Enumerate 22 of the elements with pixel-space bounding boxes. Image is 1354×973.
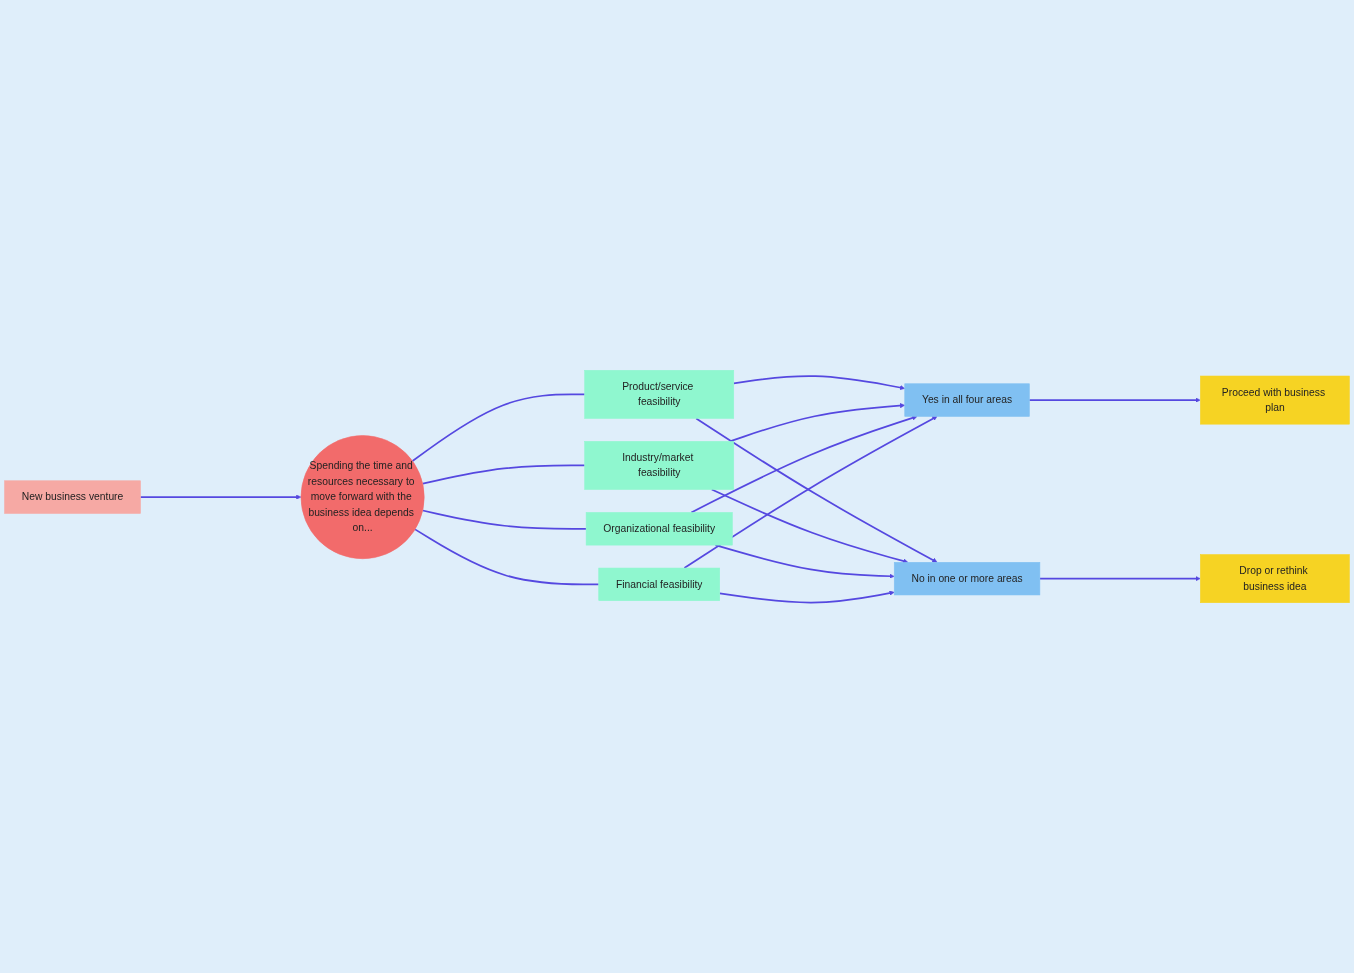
arrow	[710, 488, 909, 564]
node-box: New business venture	[4, 480, 141, 514]
node-circle: Spending the time and resources necessary to move forward with the business idea depends on...	[300, 435, 425, 559]
node-box: Industry/market feasibility	[584, 441, 735, 490]
node-box: No in one or more areas	[893, 562, 1041, 596]
connector	[414, 528, 600, 586]
node-box: Product/service feasibility	[584, 370, 735, 419]
node-box: Drop or rethink business idea	[1200, 554, 1350, 603]
arrow	[139, 494, 302, 500]
arrow	[729, 403, 905, 443]
arrow	[690, 415, 918, 514]
node-box: Yes in all four areas	[904, 383, 1030, 417]
connector	[411, 393, 586, 462]
node-box: Organizational feasibility	[585, 512, 733, 546]
node-box: Proceed with business plan	[1200, 375, 1350, 425]
node-box: Financial feasibility	[598, 567, 720, 601]
arrow	[732, 375, 905, 391]
arrow	[1039, 576, 1201, 582]
connector	[421, 464, 586, 485]
arrow	[718, 590, 895, 604]
connector	[421, 509, 587, 530]
arrow	[1028, 397, 1201, 403]
